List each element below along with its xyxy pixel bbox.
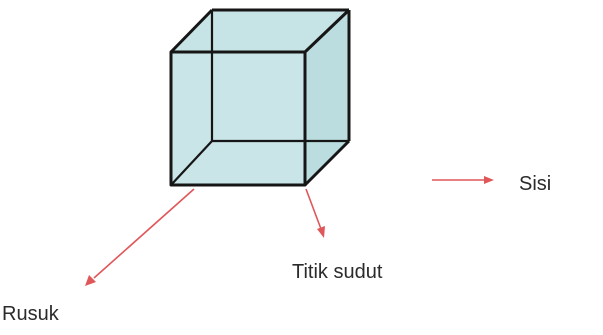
cube: [169, 8, 351, 187]
cube-hidden-edges: [170, 10, 349, 186]
vertex-arrow: [305, 188, 325, 238]
edge-label: Rusuk: [2, 303, 59, 325]
pointer-arrows: [85, 176, 494, 286]
cube-top-face: [171, 10, 349, 52]
face-label: Sisi: [519, 173, 552, 195]
cube-edges: [169, 8, 351, 187]
vertex-label: Titik sudut: [292, 261, 383, 283]
cube-front-face: [171, 52, 305, 185]
face-arrow: [432, 176, 494, 184]
edge-arrow: [85, 188, 195, 286]
